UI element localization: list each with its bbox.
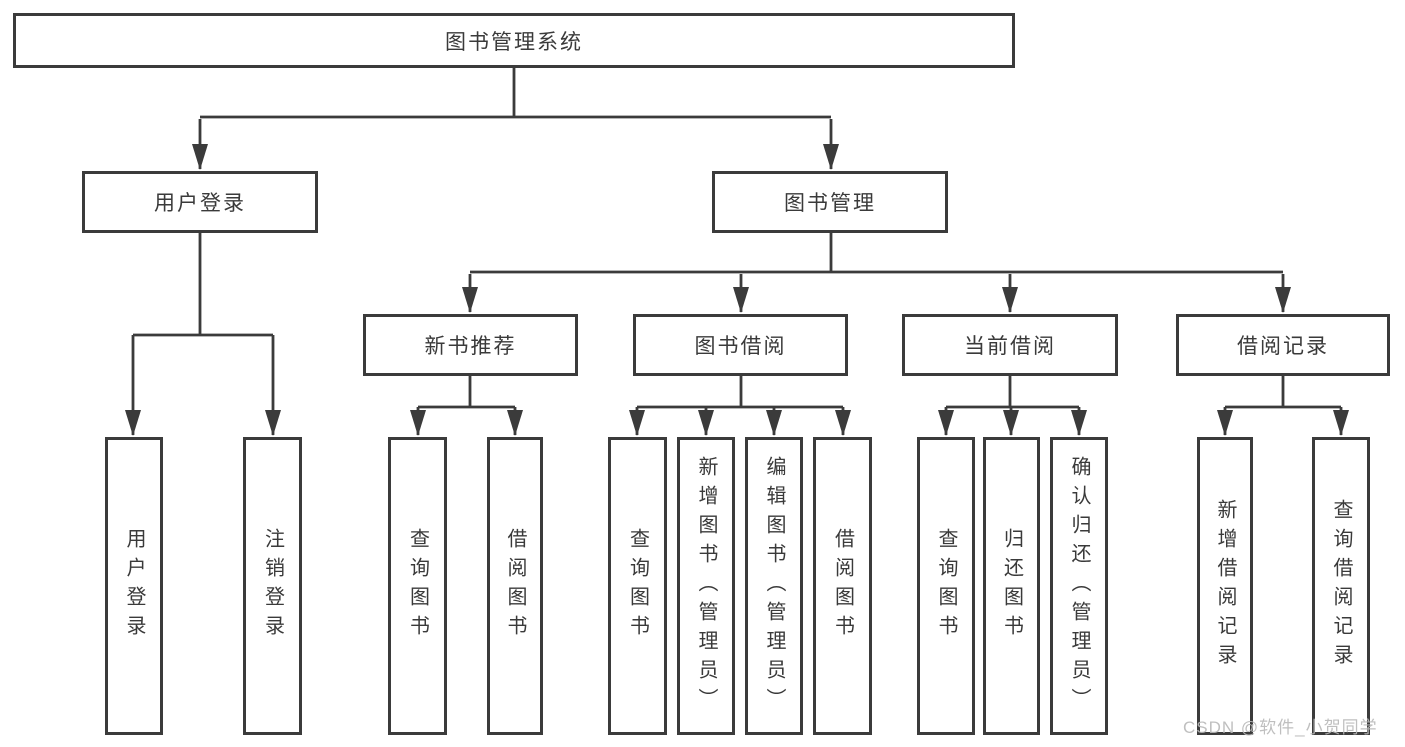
connector-book-borrow-trunk <box>637 376 843 409</box>
leaf-bb-query-book: 查询图书 <box>608 437 667 735</box>
connector-user-login-trunk <box>133 233 273 337</box>
leaf-br-add-record: 新增借阅记录 <box>1197 437 1253 735</box>
leaf-nb-borrow-book: 借阅图书 <box>487 437 543 735</box>
leaf-logout: 注销登录 <box>243 437 302 735</box>
node-new-book-recommend: 新书推荐 <box>363 314 578 376</box>
connector-borrow-record-trunk <box>1225 376 1341 409</box>
connector-root-trunk <box>200 68 831 119</box>
leaf-bb-borrow-book: 借阅图书 <box>813 437 872 735</box>
leaf-nb-query-book: 查询图书 <box>388 437 447 735</box>
csdn-watermark: CSDN @软件_小贺同学 <box>1183 718 1378 737</box>
leaf-cb-query-book: 查询图书 <box>917 437 975 735</box>
node-book-management: 图书管理 <box>712 171 948 233</box>
leaf-br-query-record: 查询借阅记录 <box>1312 437 1370 735</box>
leaf-cb-return-book: 归还图书 <box>983 437 1040 735</box>
node-current-borrow: 当前借阅 <box>902 314 1118 376</box>
connector-current-borrow-trunk <box>946 376 1079 409</box>
connector-book-mgmt-trunk <box>470 233 1283 274</box>
leaf-bb-add-book-admin: 新增图书（管理员） <box>677 437 735 735</box>
node-borrow-record: 借阅记录 <box>1176 314 1390 376</box>
node-user-login: 用户登录 <box>82 171 318 233</box>
connector-new-book-trunk <box>418 376 515 409</box>
leaf-user-login: 用户登录 <box>105 437 163 735</box>
node-root-system: 图书管理系统 <box>13 13 1015 68</box>
leaf-cb-confirm-return-admin: 确认归还（管理员） <box>1050 437 1108 735</box>
leaf-bb-edit-book-admin: 编辑图书（管理员） <box>745 437 803 735</box>
node-book-borrow: 图书借阅 <box>633 314 848 376</box>
